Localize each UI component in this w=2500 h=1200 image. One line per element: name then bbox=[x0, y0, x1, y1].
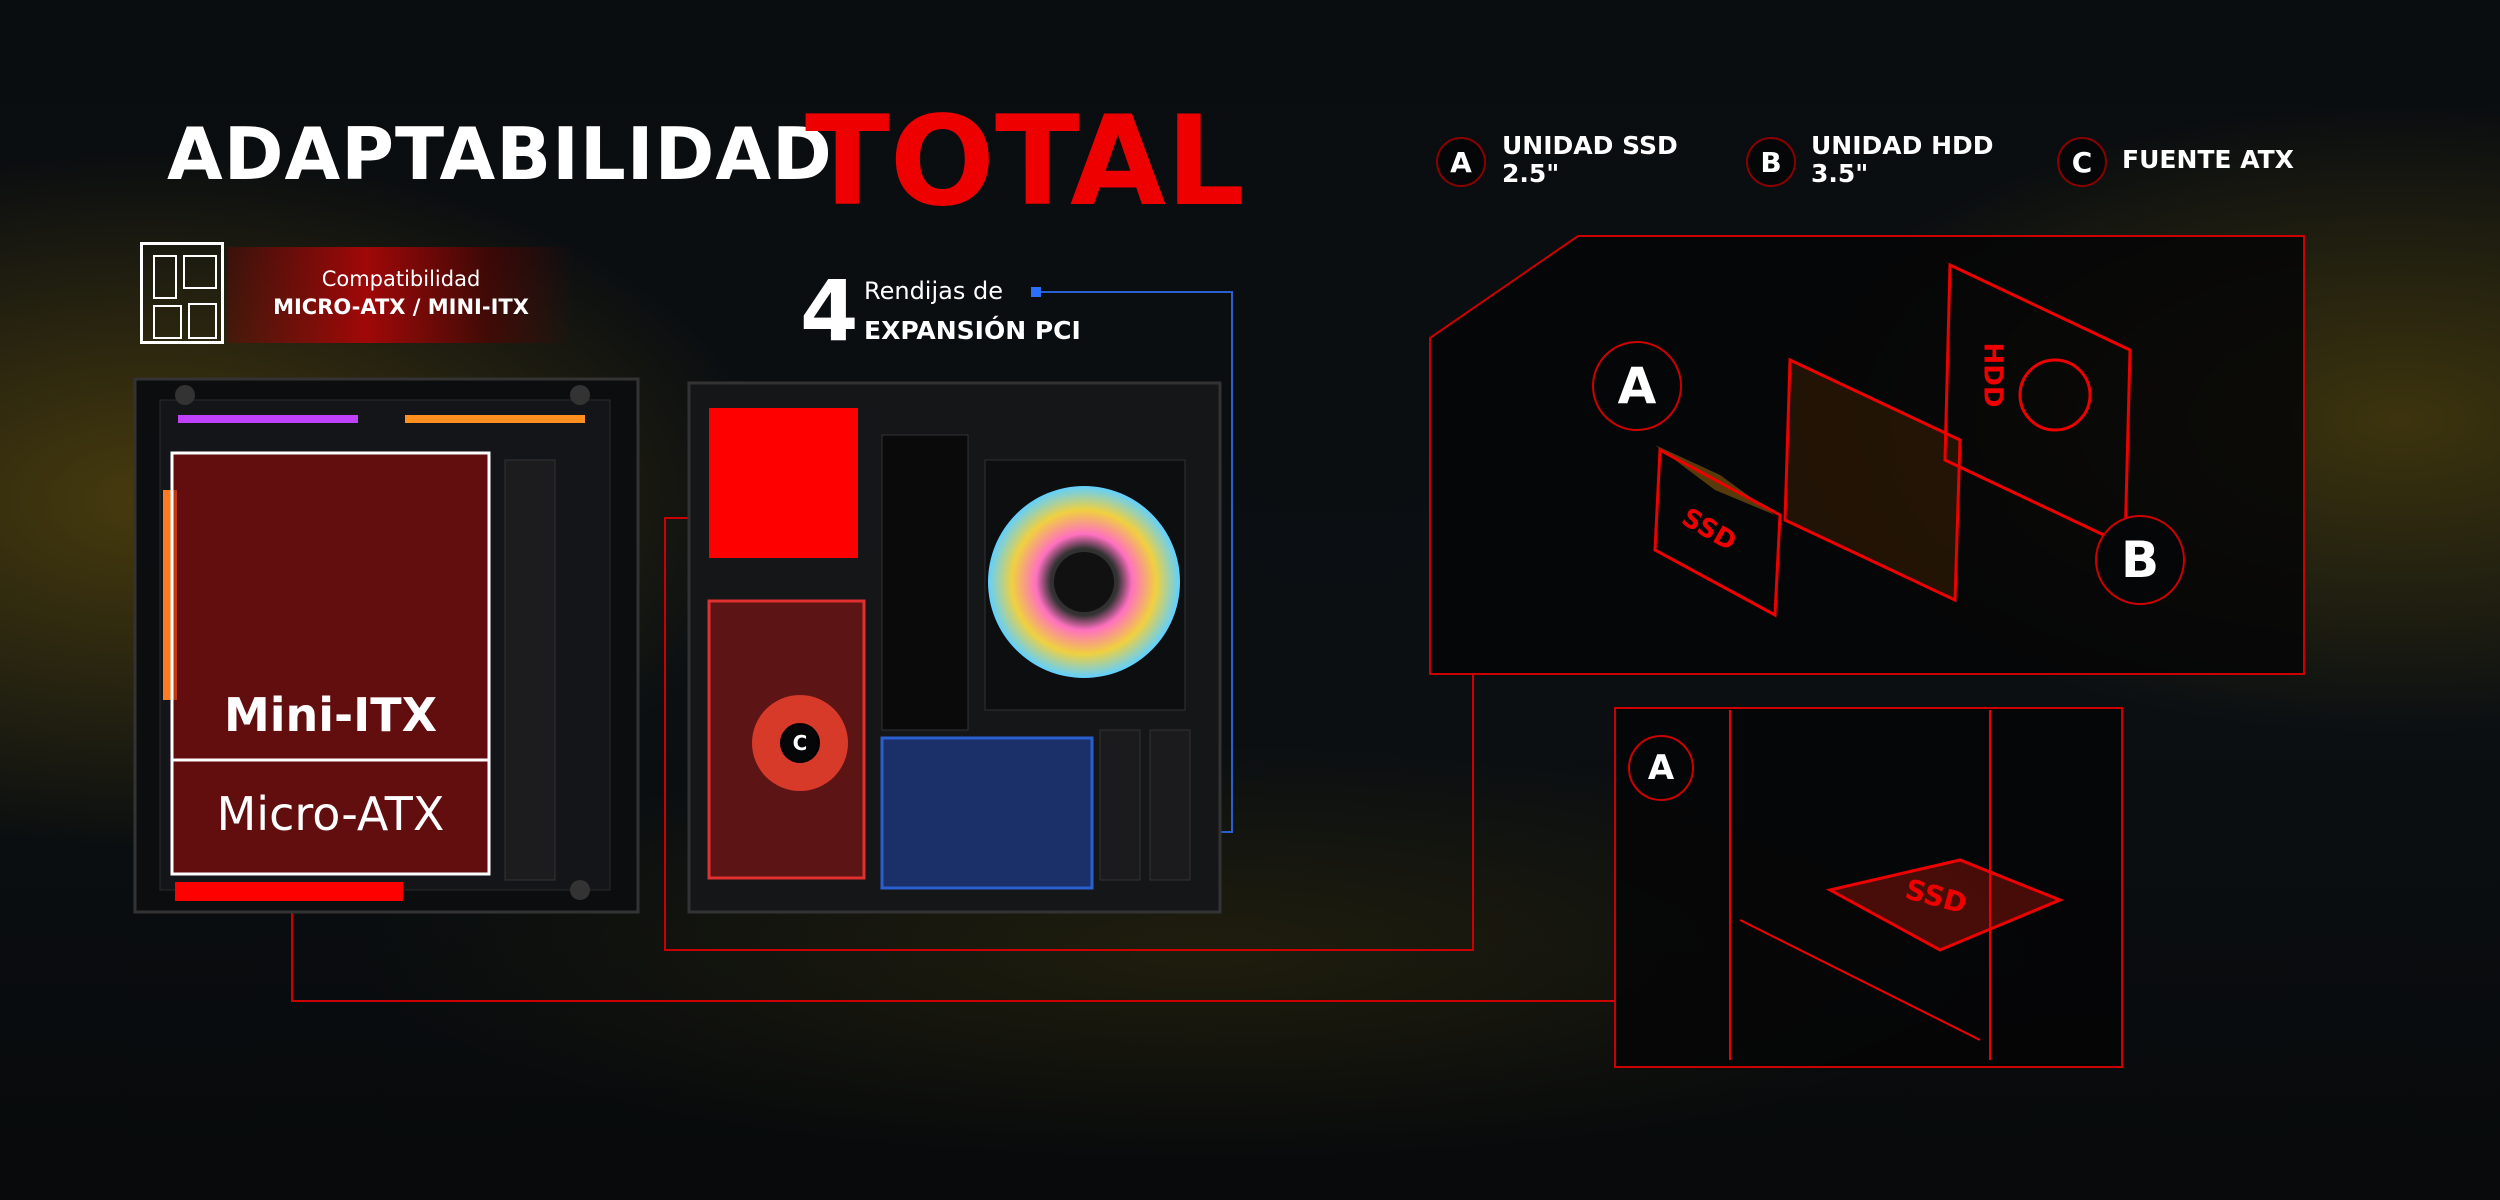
pci-line2: EXPANSIÓN PCI bbox=[864, 316, 1081, 345]
legend-b-size: 3.5" bbox=[1811, 159, 1869, 188]
legend-b-title: UNIDAD HDD bbox=[1811, 131, 1994, 160]
page-title-part2: TOTAL bbox=[805, 90, 1245, 234]
legend-a-text: UNIDAD SSD 2.5" bbox=[1502, 132, 1678, 188]
legend-a-marker: A bbox=[1436, 137, 1486, 187]
legend-b-text: UNIDAD HDD 3.5" bbox=[1811, 132, 1994, 188]
compatibility-value: MICRO-ATX / MINI-ITX bbox=[273, 295, 529, 319]
drive-panel bbox=[1429, 235, 2305, 675]
detail-panel bbox=[1614, 707, 2123, 1068]
page-title-part1: ADAPTABILIDAD bbox=[167, 112, 833, 196]
case-side-view bbox=[133, 377, 640, 914]
hdd-drive-label: HDD bbox=[1977, 342, 2008, 408]
drive-panel-marker-a: A bbox=[1592, 341, 1682, 431]
compatibility-label: Compatibilidad bbox=[321, 267, 481, 291]
case-back-view bbox=[687, 381, 1222, 914]
compatibility-banner: Compatibilidad MICRO-ATX / MINI-ITX bbox=[228, 247, 574, 343]
connector-line-board bbox=[291, 901, 1615, 1002]
detail-panel-marker-a: A bbox=[1628, 735, 1694, 801]
pci-count: 4 bbox=[800, 262, 859, 360]
legend-a-title: UNIDAD SSD bbox=[1502, 131, 1678, 160]
pci-line1: Rendijas de bbox=[864, 277, 1003, 305]
legend-c-marker: C bbox=[2057, 137, 2107, 187]
legend-c-title: FUENTE ATX bbox=[2122, 145, 2294, 174]
drive-panel-marker-b: B bbox=[2095, 515, 2185, 605]
pci-slots-highlight bbox=[880, 736, 1094, 890]
motherboard-icon bbox=[140, 242, 224, 344]
legend-a-size: 2.5" bbox=[1502, 159, 1560, 188]
mini-itx-label: Mini-ITX bbox=[223, 688, 438, 742]
psu-marker: C bbox=[780, 723, 820, 763]
connector-line-psu bbox=[664, 517, 1474, 951]
legend-b-marker: B bbox=[1746, 137, 1796, 187]
micro-atx-label: Micro-ATX bbox=[216, 787, 445, 841]
pci-marker-dot bbox=[1031, 287, 1041, 297]
